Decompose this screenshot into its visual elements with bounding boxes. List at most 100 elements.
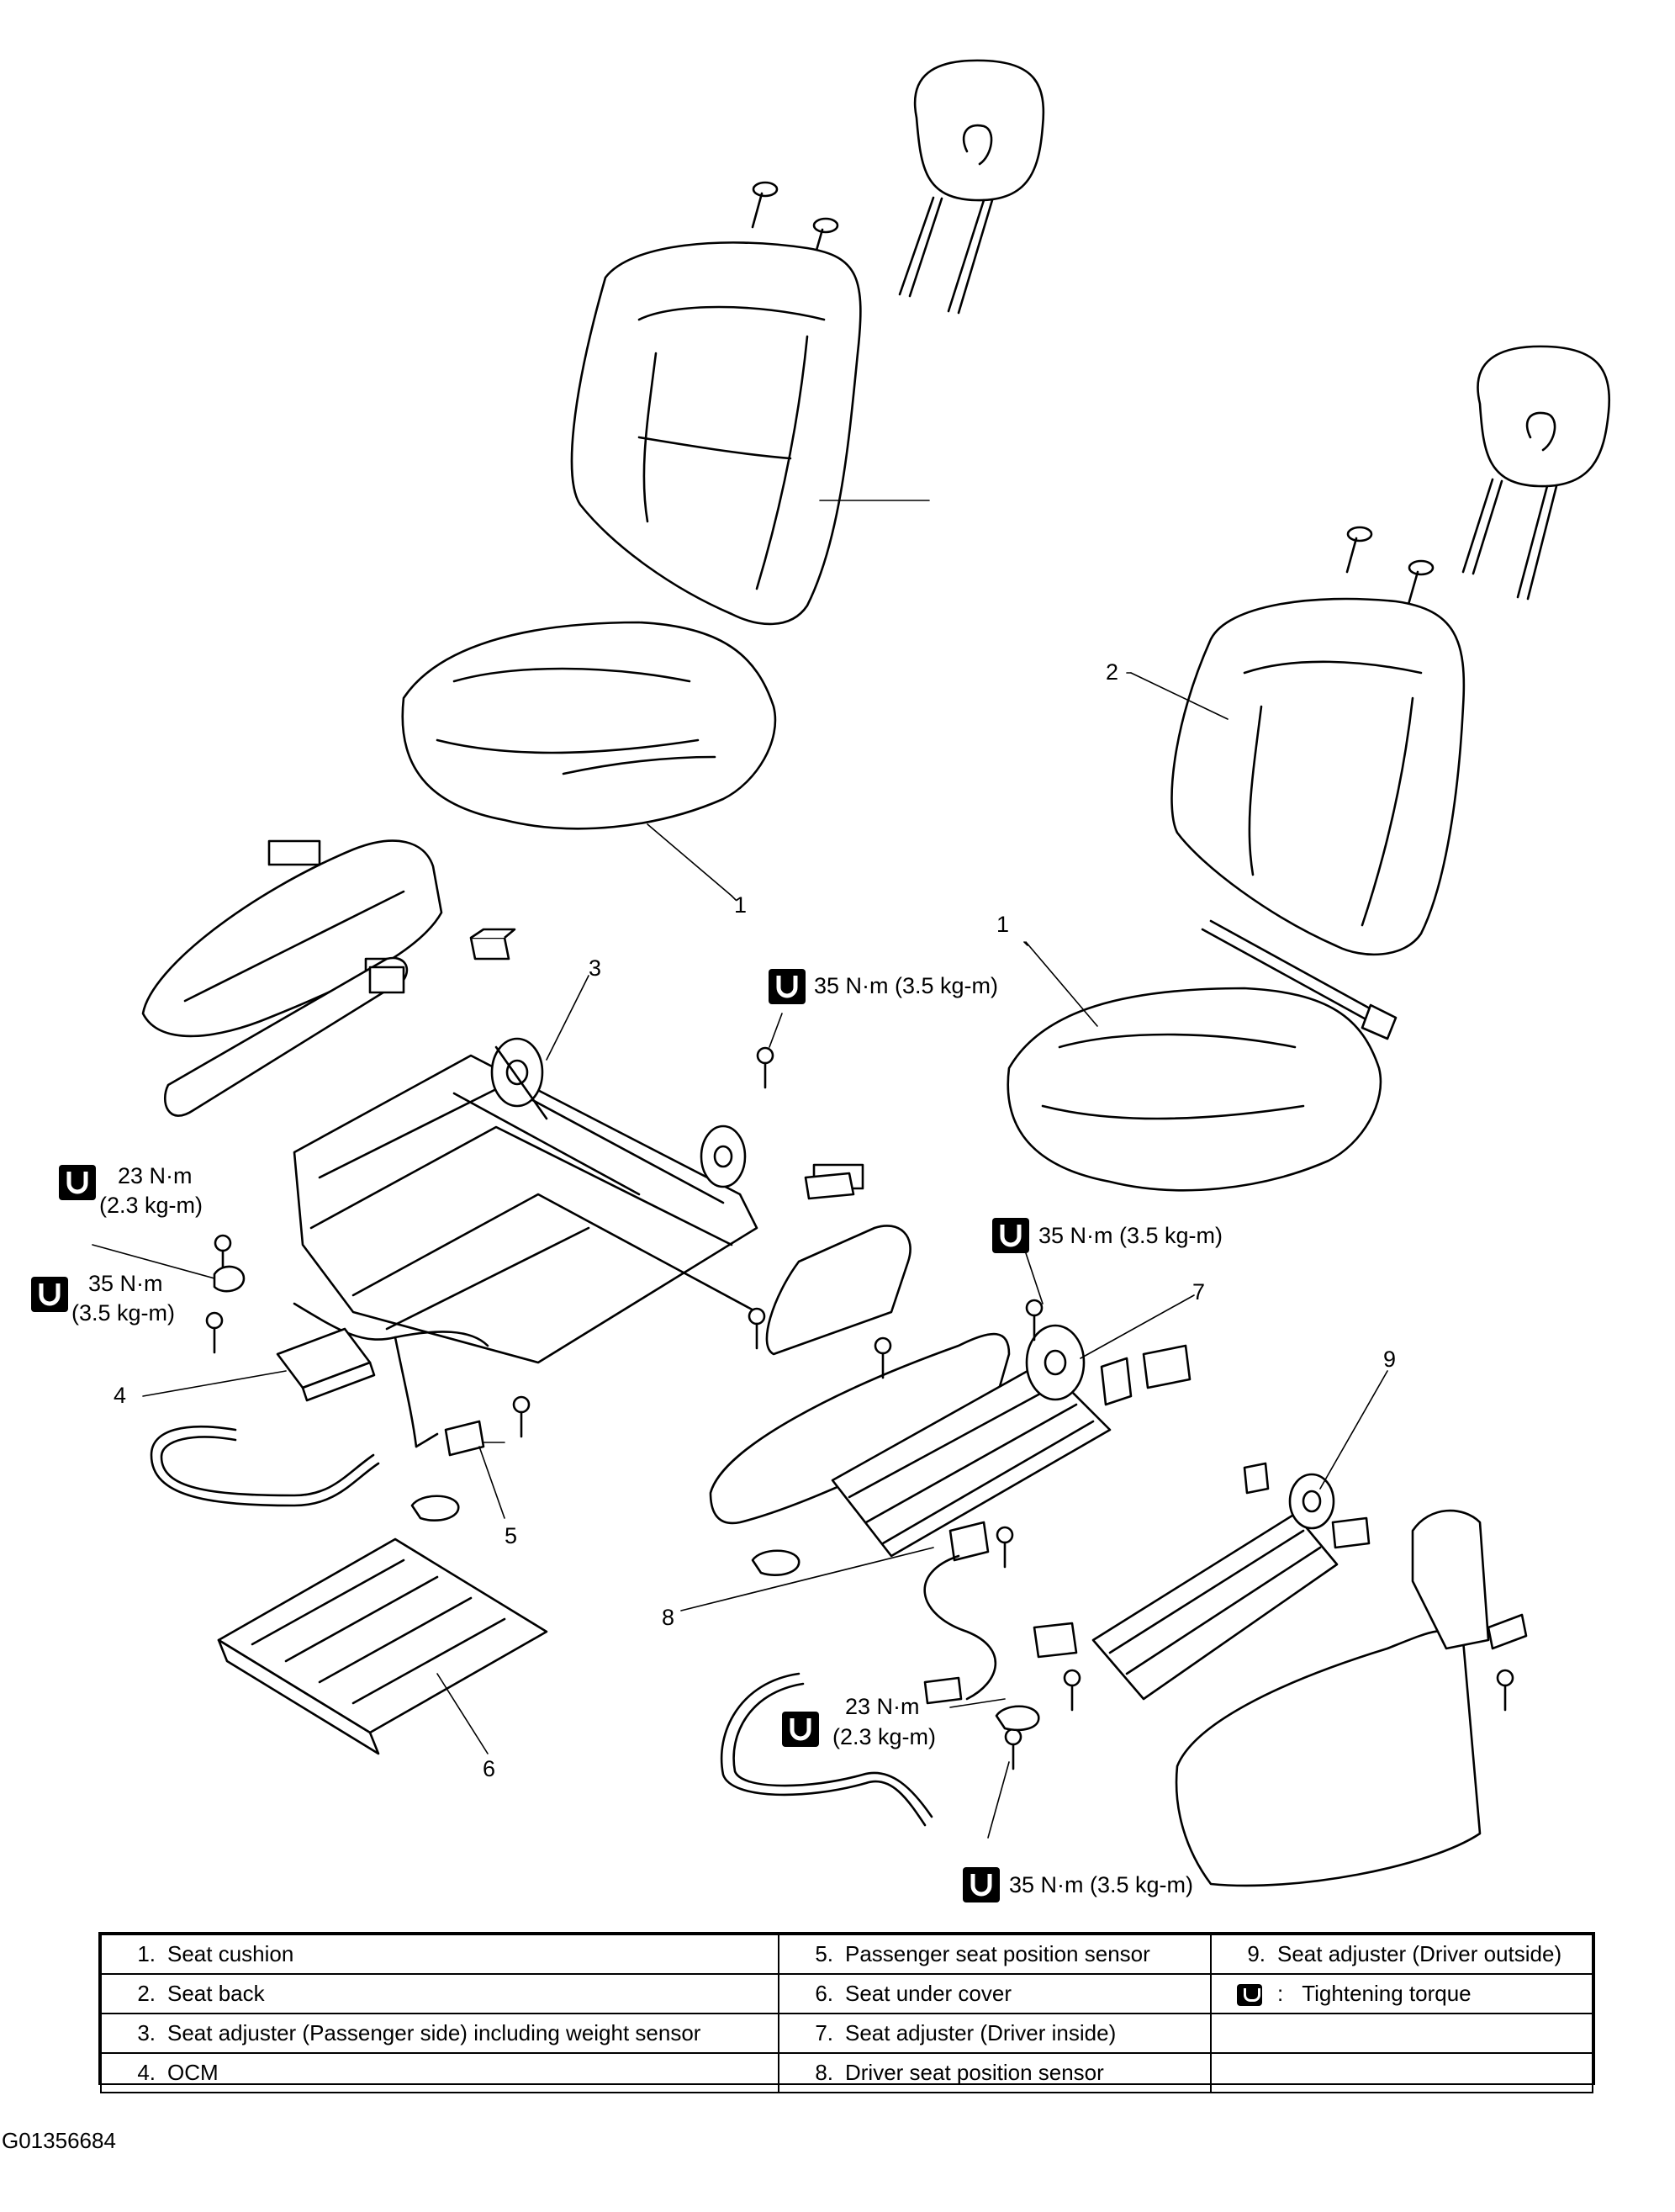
legend-number: :	[1277, 1981, 1284, 2006]
torque-wrench-icon	[59, 1165, 96, 1200]
legend-text: Seat back	[167, 1981, 265, 2006]
torque-wrench-icon	[782, 1712, 819, 1747]
figure-id: G01356684	[2, 2128, 116, 2153]
legend-cell: 1. Seat cushion	[100, 1934, 779, 1975]
callout-1-passenger: 1	[734, 892, 747, 918]
torque-callout-bottom: 35 N·m (3.5 kg-m)	[963, 1867, 1193, 1902]
seat-back-passenger	[570, 241, 930, 626]
svg-text:23 N·m: 23 N·m	[118, 1163, 193, 1188]
callout-3: 3	[589, 955, 601, 981]
svg-text:35 N·m (3.5 kg-m): 35 N·m (3.5 kg-m)	[814, 973, 998, 998]
legend-cell	[1210, 2013, 1593, 2054]
callout-5: 5	[505, 1523, 517, 1548]
seat-rod-driver	[720, 1672, 933, 1827]
seat-side-cover-outer	[141, 839, 443, 1038]
legend-cell: 3. Seat adjuster (Passenger side) includi…	[100, 2013, 779, 2054]
legend-text: Seat cushion	[167, 1941, 294, 1966]
legend-number: 6.	[815, 1981, 833, 2006]
legend-row: 4. OCM 8. Driver seat position sensor	[100, 2052, 1593, 2093]
legend-number: 8.	[815, 2060, 833, 2085]
torque-wrench-icon	[31, 1277, 68, 1312]
bolt-passenger-b	[205, 1311, 224, 1354]
svg-text:35 N·m (3.5 kg-m): 35 N·m (3.5 kg-m)	[1038, 1223, 1223, 1248]
callout-4: 4	[114, 1383, 126, 1408]
torque-wrench-icon	[769, 969, 806, 1004]
seat-adjuster-passenger	[293, 1037, 758, 1364]
legend-cell: 7. Seat adjuster (Driver inside)	[778, 2013, 1212, 2054]
bolt-passenger-c	[756, 1046, 774, 1089]
seat-adjuster-driver-inside	[831, 1299, 1192, 1558]
svg-text:35 N·m: 35 N·m	[88, 1271, 163, 1296]
seat-side-cover-inner	[164, 956, 409, 1117]
headrest-guide-driver	[1345, 526, 1435, 609]
torque-callout-right-23: 23 N·m (2.3 kg-m)	[782, 1694, 936, 1749]
callout-1-driver: 1	[996, 912, 1009, 937]
torque-wrench-icon	[992, 1218, 1029, 1253]
legend-number: 5.	[815, 1941, 833, 1966]
torque-callout-left-35: 35 N·m (3.5 kg-m)	[31, 1271, 175, 1326]
torque-wrench-icon	[1237, 1984, 1262, 2007]
legend-number: 4.	[137, 2060, 156, 2085]
legend-row: 2. Seat back 6. Seat under cover : Tighteni…	[100, 1973, 1593, 2014]
seat-side-trim-driver-outer	[1175, 1509, 1528, 1887]
seat-rod-passenger	[150, 1425, 380, 1507]
torque-callout-upper-center: 35 N·m (3.5 kg-m)	[769, 969, 998, 1004]
legend-text: Seat adjuster (Driver outside)	[1277, 1941, 1562, 1966]
legend-row: 3. Seat adjuster (Passenger side) includi…	[100, 2013, 1593, 2054]
legend-text: Driver seat position sensor	[845, 2060, 1104, 2085]
legend-number: 2.	[137, 1981, 156, 2006]
callout-7: 7	[1192, 1279, 1205, 1304]
seat-adjuster-driver-outside	[1033, 1462, 1371, 1712]
legend-cell: 8. Driver seat position sensor	[778, 2052, 1212, 2093]
legend-row: 1. Seat cushion 5. Passenger seat position…	[100, 1934, 1593, 1975]
seat-cushion-driver	[1007, 941, 1382, 1192]
legend-cell: 4. OCM	[100, 2052, 779, 2093]
seat-cushion-passenger	[401, 621, 777, 897]
legend-number: 3.	[137, 2020, 156, 2045]
adjuster-cap-driver	[751, 1549, 801, 1576]
legend-text: Seat adjuster (Passenger side) including…	[167, 2020, 701, 2045]
legend-cell: 9. Seat adjuster (Driver outside)	[1210, 1934, 1593, 1975]
svg-text:(3.5 kg-m): (3.5 kg-m)	[71, 1300, 175, 1326]
ocm-module	[276, 1327, 376, 1402]
legend-text: Tightening torque	[1302, 1981, 1472, 2006]
legend-number: 7.	[815, 2020, 833, 2045]
adjuster-cap-passenger	[410, 1495, 460, 1521]
legend-number: 1.	[137, 1941, 156, 1966]
driver-seat-position-sensor	[923, 1521, 1014, 1705]
callout-9: 9	[1383, 1347, 1396, 1372]
seat-clip-driver	[804, 1172, 855, 1200]
svg-text:23 N·m: 23 N·m	[845, 1694, 920, 1719]
legend-text: Seat adjuster (Driver inside)	[845, 2020, 1117, 2045]
legend-number: 9.	[1247, 1941, 1265, 1966]
callout-6: 6	[483, 1756, 495, 1781]
legend-text: Seat under cover	[845, 1981, 1012, 2006]
passenger-seat-position-sensor	[444, 1395, 531, 1457]
legend-text: OCM	[167, 2060, 219, 2085]
seat-back-bar-driver	[1201, 919, 1398, 1040]
bolt-driver-front	[995, 1705, 1040, 1770]
svg-text:(2.3 kg-m): (2.3 kg-m)	[99, 1193, 203, 1218]
seat-side-trim-driver	[709, 1332, 1011, 1525]
torque-callout-right-mid: 35 N·m (3.5 kg-m)	[992, 1218, 1223, 1253]
seat-under-cover	[217, 1537, 548, 1755]
wiring-harness-passenger	[293, 1302, 489, 1448]
seat-back-driver	[1130, 597, 1466, 956]
legend-text: Passenger seat position sensor	[845, 1941, 1150, 1966]
legend-cell: 5. Passenger seat position sensor	[778, 1934, 1212, 1975]
seat-trim-clip	[469, 928, 516, 960]
exploded-seat-diagram: 1 2 1 3 4 5 6 7 8 9 35 N·m (3.5 kg-m) 23…	[0, 59, 1611, 1934]
svg-text:(2.3 kg-m): (2.3 kg-m)	[832, 1724, 936, 1749]
legend-cell	[1210, 2052, 1593, 2093]
legend-cell: 2. Seat back	[100, 1973, 779, 2014]
legend-cell: : Tightening torque	[1210, 1973, 1593, 2014]
headrest-passenger	[898, 59, 1045, 315]
callout-8: 8	[662, 1605, 674, 1630]
legend-table: 1. Seat cushion 5. Passenger seat position…	[100, 1934, 1593, 2093]
svg-text:35 N·m (3.5 kg-m): 35 N·m (3.5 kg-m)	[1009, 1872, 1193, 1897]
torque-callout-left-23: 23 N·m (2.3 kg-m)	[59, 1163, 203, 1218]
legend-cell: 6. Seat under cover	[778, 1973, 1212, 2014]
trim-cap-passenger	[213, 1265, 246, 1293]
headrest-guide-passenger	[751, 181, 839, 267]
leader-lines	[92, 672, 1388, 1839]
